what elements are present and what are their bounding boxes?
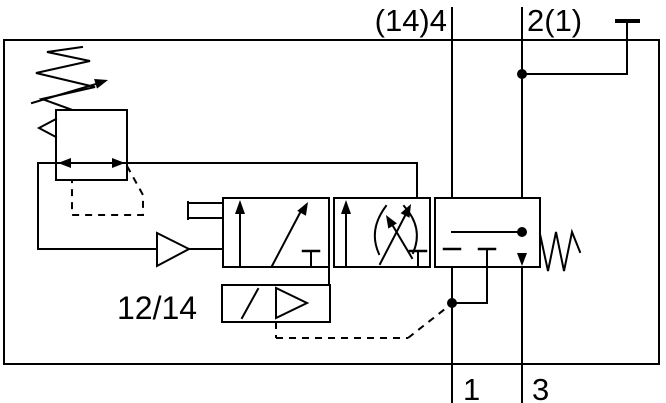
adjustment-arrow-head [94, 79, 108, 89]
return-spring-icon [538, 228, 582, 272]
capped-port [517, 19, 640, 79]
throttle-arrow-a-head [400, 204, 411, 218]
regulator-linkage-dashed [71, 165, 144, 216]
valve-body [187, 197, 582, 308]
regulator-arrow-left [58, 158, 71, 168]
relief-triangle-icon [36, 117, 58, 139]
solenoid-pilot [221, 266, 451, 339]
enclosure-border [3, 39, 660, 365]
pilot-amplifier [37, 162, 224, 268]
throttle-arrow-a-shaft [378, 208, 410, 266]
tee-branch-line [451, 248, 488, 304]
regulator-arrow-right [112, 158, 125, 168]
pilot-port-icon [187, 201, 224, 220]
flow-arrow-diagonal-shaft [270, 207, 304, 268]
port-labels: (14)4 2(1) 1 3 12/14 [117, 3, 582, 403]
port-4-label: (14)4 [375, 3, 447, 38]
flow-arrow-up-head [235, 200, 245, 214]
throttle-arrow-b-shaft [388, 219, 414, 260]
adjustment-arrow-shaft [30, 82, 98, 105]
position-2-throttle [341, 200, 428, 267]
solenoid-coil-icon [240, 287, 260, 320]
valve-position-2 [333, 197, 431, 268]
port-2-label: 2(1) [527, 3, 582, 38]
throttle-arrow-b-head [386, 215, 397, 229]
position-1-flow-paths [235, 200, 321, 268]
throttle-arc-left [373, 204, 388, 256]
pilot-signal-dashed [407, 304, 451, 339]
junction-dot [447, 298, 457, 308]
amplifier-triangle-icon [156, 231, 192, 268]
flow-arrow-diagonal-head [297, 202, 308, 216]
junction-dot [517, 227, 527, 237]
pressure-regulator [30, 45, 418, 216]
junction-dot [517, 69, 527, 79]
position-3-flow-paths [442, 227, 527, 308]
port-1-label: 1 [463, 372, 480, 403]
port-3-label: 3 [532, 372, 549, 403]
pilot-triangle-icon [275, 286, 310, 320]
pilot-ports-label: 12/14 [117, 290, 197, 326]
flow-arrow-up-head [341, 200, 351, 214]
regulator-body [55, 109, 128, 181]
flow-arrow-down-head [517, 253, 527, 266]
